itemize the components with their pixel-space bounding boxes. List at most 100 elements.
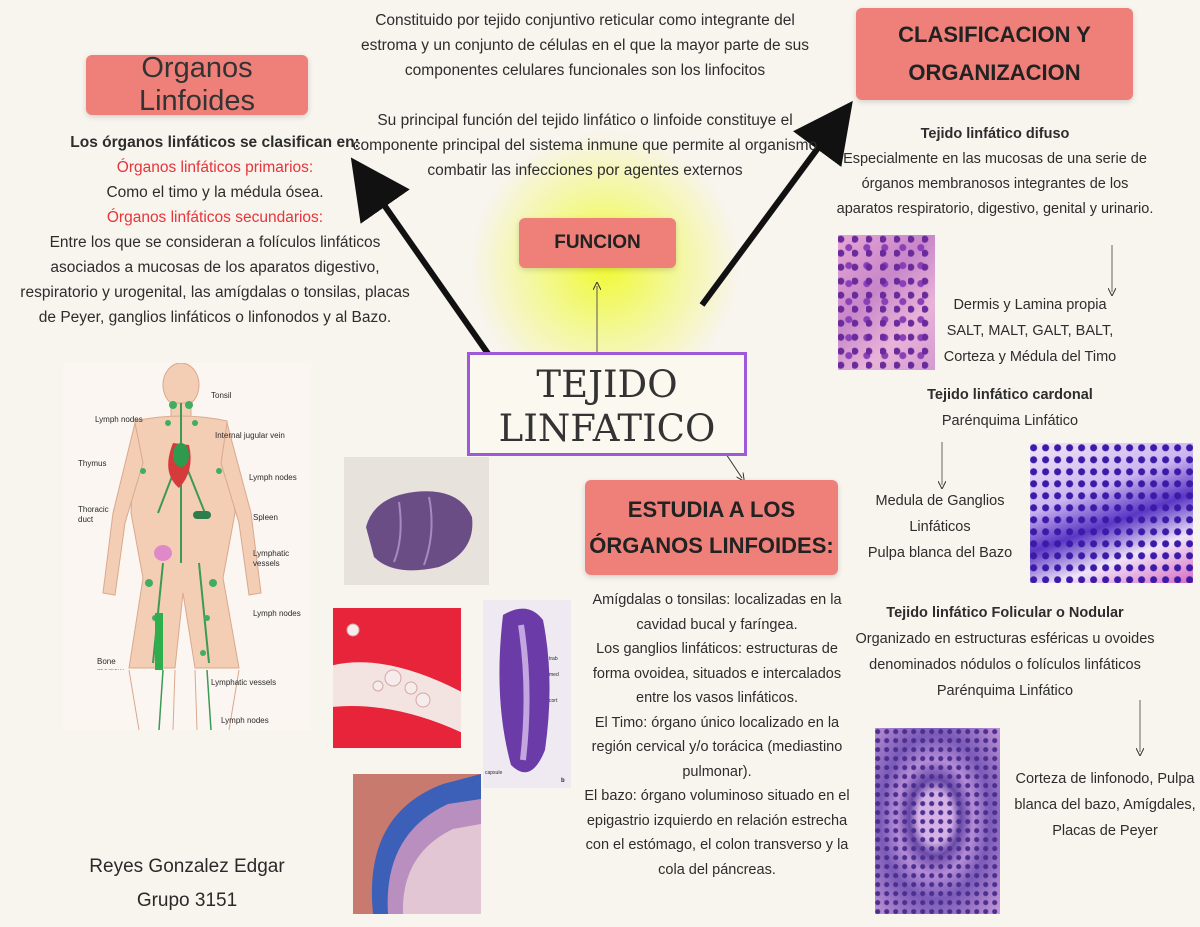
estudia-title-line1: ESTUDIA A LOS [627,496,796,522]
cordonal-histology-image [1030,443,1193,583]
folicular-line: denominados nódulos o folículos linfátic… [869,657,1141,673]
label-thoracic-duct: Thoracic duct [78,505,109,525]
label-marrow: marrow [97,667,124,670]
difuso-block: Tejido linfático difuso Especialmente en… [830,122,1160,222]
secundarios-line: respiratorio y urogenital, las amígdalas… [20,284,410,301]
estudia-line: Los ganglios linfáticos: estructuras de [596,641,838,657]
secundarios-line: Entre los que se consideran a folículos … [49,234,381,251]
folicular-example: Corteza de linfonodo, Pulpa [1015,771,1195,787]
folicular-histology-image [875,728,1000,914]
top-desc-line: componentes celulares funcionales son lo… [404,62,766,79]
difuso-histology-image [838,235,935,370]
cordonal-block: Tejido linfático cardonal Parénquima Lin… [890,382,1130,434]
folicular-block: Tejido linfático Folicular o Nodular Org… [845,600,1165,704]
top-desc-line: Su principal función del tejido linfátic… [377,112,793,129]
center-title-box: TEJIDO LINFATICO [467,352,747,456]
clasificacion-title-pill: CLASIFICACION Y ORGANIZACION [856,8,1133,100]
folicular-example: Placas de Peyer [1052,823,1158,839]
organos-title: Organos Linfoides [138,52,256,117]
estudia-line: entre los vasos linfáticos. [636,690,798,706]
difuso-examples: Dermis y Lamina propia SALT, MALT, GALT,… [940,292,1120,370]
estudia-line: Amígdalas o tonsilas: localizadas en la [592,592,842,608]
secundarios-line: de Peyer, ganglios linfáticos o linfonod… [38,309,392,326]
funcion-pill: FUNCION [519,218,676,268]
estudia-title-line2: ÓRGANOS LINFOIDES: [589,532,834,558]
intestine-slide-image [353,774,481,914]
folicular-line: Parénquima Linfático [936,683,1074,699]
secundarios-label: Órganos linfáticos secundarios: [106,209,324,226]
label-lymph-nodes: Lymph nodes [249,473,297,482]
secundarios-line: asociados a mucosas de los aparatos dige… [50,259,380,276]
folicular-heading: Tejido linfático Folicular o Nodular [886,605,1124,621]
organos-title-pill: Organos Linfoides [86,52,308,117]
difuso-example: Corteza y Médula del Timo [943,349,1117,365]
folicular-example: blanca del bazo, Amígdales, [1014,797,1196,813]
label-bone: Bone [97,657,116,666]
label-lymph-nodes: Lymph nodes [221,716,269,725]
bone-marrow-slide-image [333,608,461,748]
thymus-label-cort: cort [549,698,558,704]
difuso-line: aparatos respiratorio, digestivo, genita… [836,201,1154,217]
estudia-text: Amígdalas o tonsilas: localizadas en la … [572,588,862,882]
label-tonsil: Tonsil [211,391,232,400]
label-lymphatic: Lymphatic [253,549,290,558]
thymus-label-trab: trab [549,656,558,662]
difuso-heading: Tejido linfático difuso [920,126,1070,142]
cordonal-example: Pulpa blanca del Bazo [867,545,1013,561]
thymus-label-med: med [549,672,559,678]
estudia-line: epigastrio izquierdo en relación estrech… [586,812,848,829]
cordonal-example: Linfáticos [909,519,971,535]
cordonal-sub: Parénquima Linfático [941,413,1079,429]
lymph-node-slide-image [344,457,489,585]
top-desc-line: componente principal del sistema inmune … [352,137,818,154]
label-thoracic: Thoracic [78,505,109,514]
folicular-line: Organizado en estructuras esféricas u ov… [855,631,1155,647]
estudia-line: cola del páncreas. [658,861,776,878]
difuso-line: Especialmente en las mucosas de una seri… [843,151,1147,167]
lymphatic-system-figure: Tonsil Lymph nodes Internal jugular vein… [63,363,311,670]
estudia-line: El bazo: órgano voluminoso situado en el [584,788,850,804]
estudia-line: cavidad bucal y faríngea. [636,616,798,633]
clasificacion-title-line2: ORGANIZACION [908,60,1081,85]
top-desc-line: estroma y un conjunto de células en el q… [360,37,810,54]
body-illustration [102,363,262,670]
primarios-label: Órganos linfáticos primarios: [116,159,314,176]
estudia-line: forma ovoidea, situados e intercalados [592,665,842,682]
label-spleen: Spleen [253,513,278,522]
difuso-line: órganos membranosos integrantes de los [861,176,1129,192]
cordonal-examples: Medula de Ganglios Linfáticos Pulpa blan… [855,488,1025,566]
thymus-label-b: b [561,778,565,784]
estudia-line: El Timo: órgano único localizado en la [594,714,840,731]
lymphatic-figure-bottom: Lymphatic vessels Lymph nodes [63,669,311,731]
difuso-example: SALT, MALT, GALT, BALT, [946,323,1114,339]
primarios-text: Como el timo y la médula ósea. [106,184,324,201]
center-title-line2: LINFATICO [498,407,716,450]
label-jugular: Internal jugular vein [215,431,285,440]
estudia-line: pulmonar). [682,763,752,780]
label-lymphatic-vessels: Lymphatic vessels [211,678,277,687]
center-title-line1: TEJIDO [536,363,678,406]
organos-heading: Los órganos linfáticos se clasifican en: [70,134,360,151]
clasificacion-title-line1: CLASIFICACION Y [898,22,1091,47]
arrow-to-clasificacion [699,100,853,307]
author-group: Grupo 3151 [136,890,238,911]
top-description: Constituido por tejido conjuntivo reticu… [350,8,820,183]
label-bone-marrow: Bone marrow [97,657,124,670]
label-duct: duct [78,515,94,524]
estudia-line: con el estómago, el colon transverso y l… [585,837,849,853]
cordonal-heading: Tejido linfático cardonal [927,387,1093,403]
folicular-examples: Corteza de linfonodo, Pulpa blanca del b… [1010,766,1200,844]
arrow-to-organos [350,157,508,380]
author-block: Reyes Gonzalez Edgar Grupo 3151 [63,850,311,918]
top-desc-line: combatir las infecciones por agentes ext… [427,162,743,179]
difuso-example: Dermis y Lamina propia [953,297,1107,313]
top-desc-line: Constituido por tejido conjuntivo reticu… [375,12,795,29]
thymus-label-capsule: capsule [485,770,503,776]
label-vessels: vessels [253,559,280,568]
estudia-title-pill: ESTUDIA A LOS ÓRGANOS LINFOIDES: [585,480,838,575]
label-lymph-nodes: Lymph nodes [95,415,143,424]
label-lymphatic-vessels: Lymphatic vessels [253,549,289,569]
author-name: Reyes Gonzalez Edgar [89,856,285,877]
estudia-line: región cervical y/o torácica (mediastino [591,739,843,755]
organos-text: Los órganos linfáticos se clasifican en:… [0,130,430,330]
